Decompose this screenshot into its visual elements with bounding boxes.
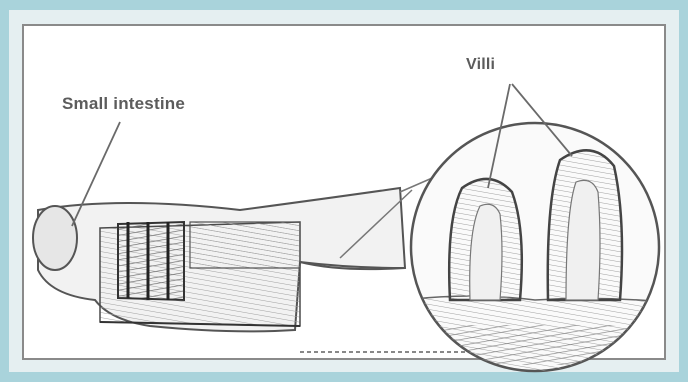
villi-label: Villi xyxy=(466,56,495,74)
small-intestine-label: Small intestine xyxy=(62,94,185,114)
small-intestine-tube xyxy=(33,188,405,331)
villi-magnified-view xyxy=(405,123,665,380)
